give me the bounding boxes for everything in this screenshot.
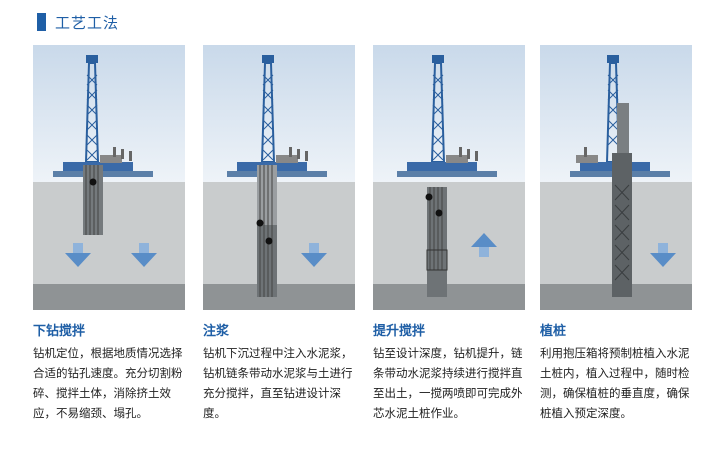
section-title: 工艺工法 <box>55 13 120 32</box>
step-4-title: 植桩 <box>540 324 567 339</box>
step-1-illustration <box>33 45 185 310</box>
step-1-title: 下钻搅拌 <box>33 324 86 339</box>
up-arrow-icon <box>471 233 497 247</box>
step-2-description: 钻机下沉过程中注入水泥浆，钻机链条带动水泥浆与土进行充分搅拌，直至钻进设计深度。 <box>203 346 353 420</box>
header-marker <box>37 13 46 31</box>
section-header: 工艺工法 <box>37 11 119 33</box>
step-2-illustration <box>203 45 355 310</box>
step-4-illustration <box>540 45 692 310</box>
step-3-description: 钻至设计深度，钻机提升，链条带动水泥浆持续进行搅拌直至出土，一搅两喷即可完成外芯… <box>373 346 523 420</box>
step-3-illustration <box>373 45 525 310</box>
step-1-description: 钻机定位，根据地质情况选择合适的钻孔速度。充分切割粉碎、搅拌土体，消除挤土效应，… <box>33 346 183 420</box>
step-2-title: 注浆 <box>203 324 230 339</box>
down-arrow-icon <box>301 253 327 267</box>
down-arrow-icon <box>131 253 157 267</box>
step-4-description: 利用抱压箱将预制桩植入水泥土桩内，植入过程中，随时检测，确保植桩的垂直度，确保桩… <box>540 346 690 420</box>
drill-rig-icon <box>397 55 497 177</box>
down-arrow-icon <box>650 253 676 267</box>
down-arrow-icon <box>65 253 91 267</box>
step-3-title: 提升搅拌 <box>373 324 426 339</box>
